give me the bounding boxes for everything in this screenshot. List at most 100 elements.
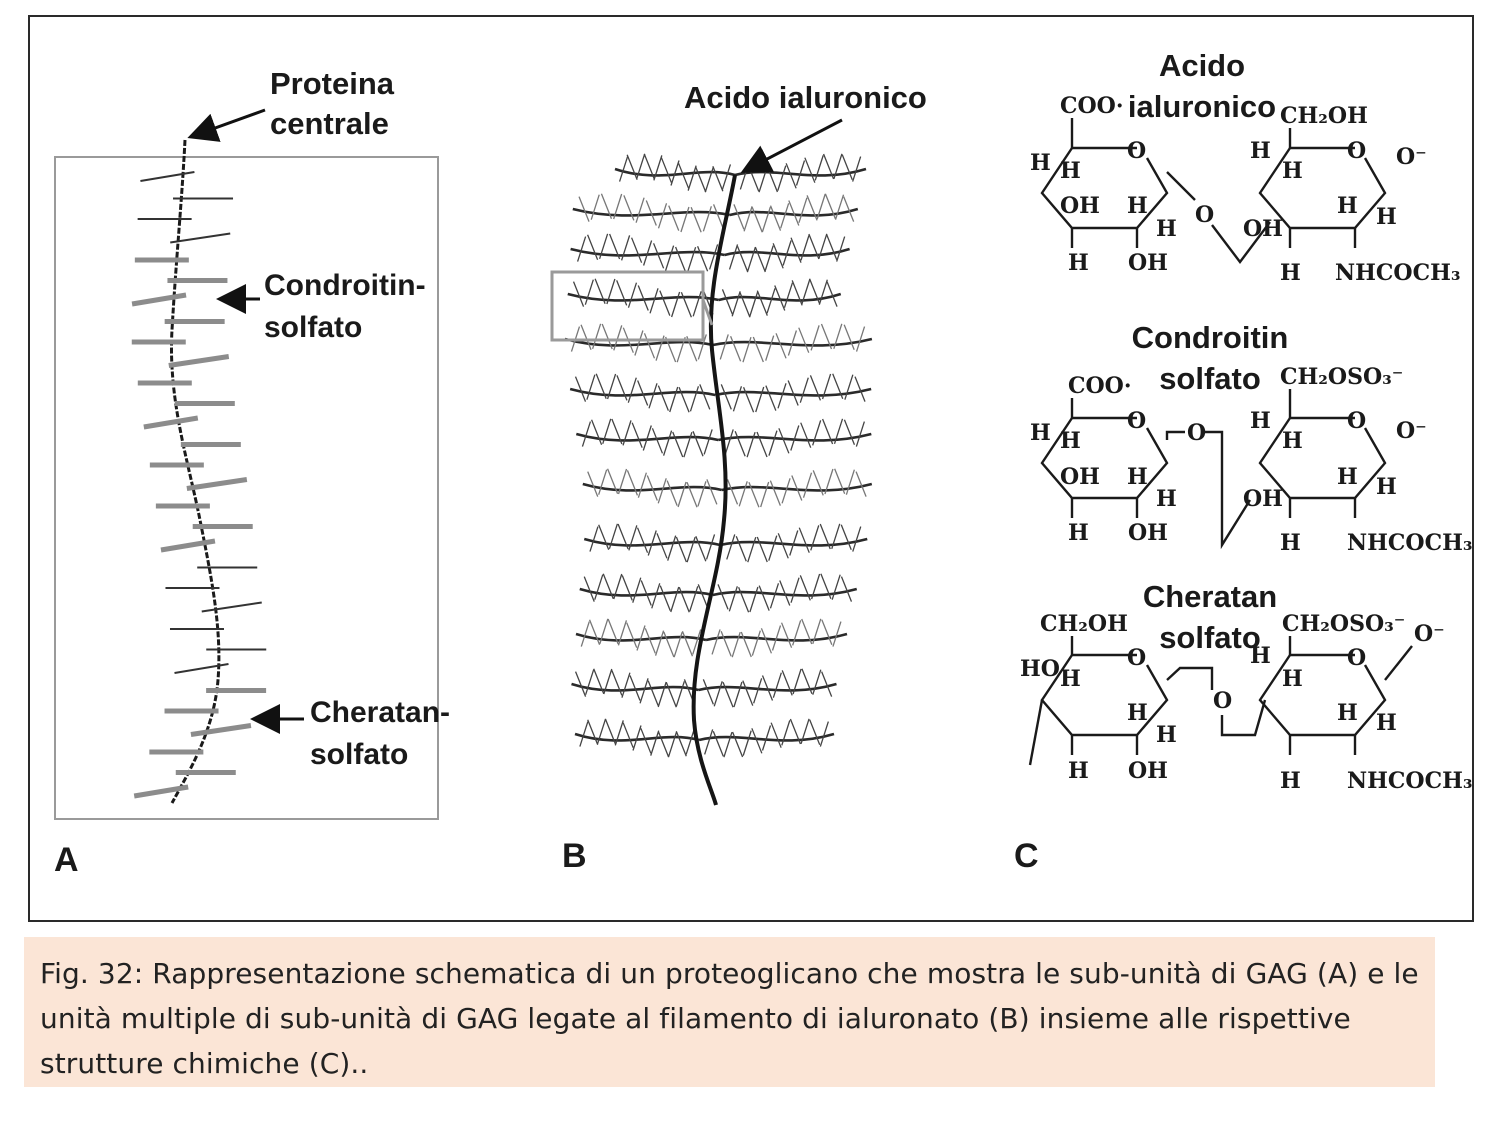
gag-bristle: [824, 468, 834, 495]
atom-label: H: [1250, 138, 1271, 164]
gag-bristle: [581, 421, 592, 447]
gag-bristle: [752, 336, 764, 363]
gag-bristle: [686, 537, 696, 563]
gag-bristle: [686, 247, 697, 273]
gag-bristle: [801, 618, 813, 645]
gag-branch: [721, 482, 873, 492]
gag-side-chain: [170, 232, 231, 244]
gag-bristle: [674, 246, 687, 273]
gag-bristle: [608, 523, 619, 549]
gag-bristle: [589, 526, 599, 552]
gag-bristle: [608, 233, 621, 260]
gag-bristle: [855, 471, 867, 497]
atom-label: H: [1250, 408, 1271, 434]
gag-bristle: [587, 719, 599, 745]
panel-a-box: [54, 156, 439, 820]
gag-bristle: [617, 468, 628, 495]
highlight-connector: [701, 299, 714, 326]
hydroxyl-label: HO: [1020, 656, 1060, 682]
gag-bristle: [636, 153, 646, 179]
gag-bristle: [689, 586, 699, 612]
bond: [1258, 417, 1387, 500]
bond: [1258, 147, 1387, 230]
gag-bristle: [656, 533, 668, 559]
gag-bristle: [812, 470, 824, 496]
gag-bristle: [667, 535, 677, 561]
gag-bristle: [738, 586, 750, 613]
gag-bristle: [742, 730, 752, 756]
gag-bristle: [721, 289, 734, 315]
gag-bristle: [634, 330, 644, 356]
gag-bristle: [643, 333, 656, 359]
gag-bristle: [775, 333, 787, 359]
keratan-label-a: Cheratan- solfato: [310, 696, 458, 771]
gag-bristle: [820, 323, 833, 350]
figure-caption: Fig. 32: Rappresentazione schematica di …: [40, 957, 1419, 1080]
atom-label: H: [1376, 710, 1397, 736]
gag-bristle: [617, 523, 629, 550]
gag-bristle: [819, 721, 829, 747]
gag-branch: [718, 432, 872, 442]
gag-bristle: [695, 536, 707, 562]
gag-bristle: [659, 290, 671, 316]
gag-bristle: [739, 291, 751, 318]
gag-bristle: [586, 374, 596, 400]
gag-bristle: [831, 523, 841, 549]
gag-branch: [712, 337, 873, 347]
gag-bristle: [822, 153, 835, 180]
gag-bristle: [766, 288, 776, 314]
gag-bristle: [795, 160, 806, 186]
gag-bristle: [647, 530, 657, 556]
gag-bristle: [692, 629, 702, 655]
gag-bristle: [640, 580, 652, 606]
gag-bristle: [595, 373, 607, 400]
gag-side-chain: [133, 784, 189, 799]
gag-bristle: [810, 525, 820, 551]
gag-bristle: [717, 584, 729, 610]
atom-label: H: [1280, 260, 1301, 286]
gag-bristle: [831, 574, 841, 600]
panel-b-letter: B: [562, 837, 587, 875]
gag-bristle: [726, 479, 739, 505]
gag-bristle: [754, 246, 766, 273]
gag-branch: [614, 167, 736, 177]
gag-bristle: [756, 290, 768, 316]
gag-bristle: [777, 383, 787, 409]
figure-frame: [28, 15, 1474, 922]
hydroxymethyl-label: CH₂OH: [1280, 103, 1368, 129]
gag-bristle: [764, 245, 774, 271]
gag-bristle: [635, 197, 645, 223]
gag-bristle: [627, 377, 637, 403]
gag-bristle: [681, 631, 694, 657]
gag-bristle: [771, 625, 782, 651]
gag-bristle: [629, 675, 641, 701]
gag-bristle: [832, 621, 842, 647]
gag-side-chains: [131, 171, 267, 799]
atom-label: O: [1127, 645, 1146, 671]
gag-bristle: [640, 728, 652, 754]
acetamido-label: NHCOCH₃: [1347, 768, 1473, 794]
gag-bristle: [800, 718, 810, 744]
hydroxyl-label: OH: [1060, 193, 1100, 219]
gag-bristle: [781, 478, 791, 504]
gag-branch: [729, 207, 859, 217]
gag-bristle: [668, 205, 680, 231]
gag-bristle: [732, 386, 743, 412]
gag-bristle: [588, 619, 601, 645]
gag-bristle: [768, 535, 778, 561]
gag-bristle: [637, 472, 647, 498]
gag-bristle: [731, 632, 741, 658]
gag-bristle: [642, 240, 653, 266]
gag-bristle: [576, 236, 587, 262]
gag-bristle: [800, 422, 812, 448]
atom-label: H: [1376, 204, 1397, 230]
gag-bristle: [630, 237, 643, 263]
gag-bristle: [852, 526, 862, 552]
gag-side-chain: [174, 663, 229, 674]
gag-bristle: [692, 431, 704, 457]
gag-bristle: [761, 725, 772, 751]
gag-bristle: [675, 536, 687, 563]
gag-bristle: [792, 620, 802, 646]
